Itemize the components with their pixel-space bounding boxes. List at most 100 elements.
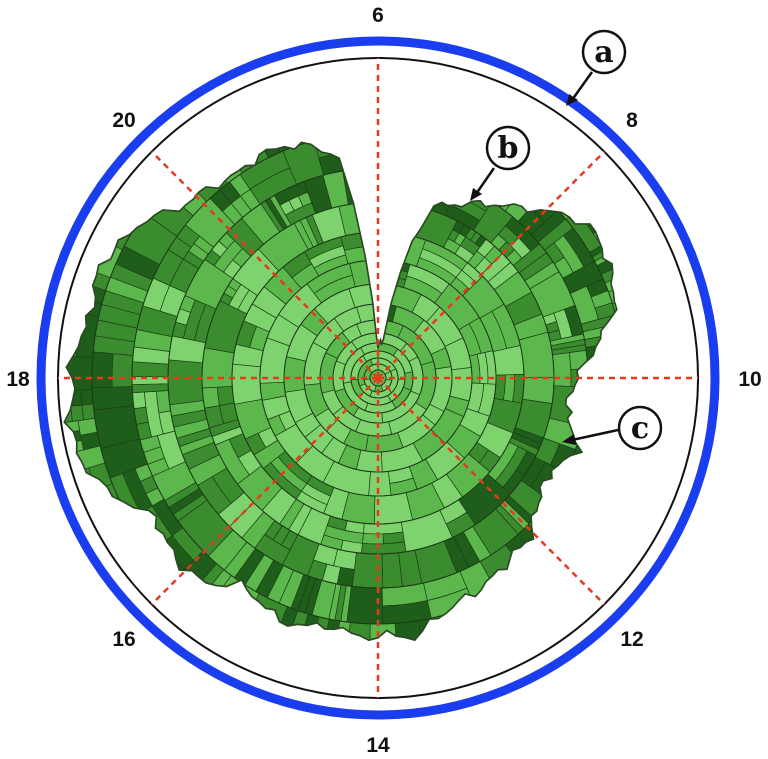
treemap-cell: [610, 205, 617, 223]
treemap-cell: [442, 142, 460, 145]
treemap-cell: [391, 142, 404, 170]
treemap-cell: [663, 377, 698, 398]
treemap-cell: [449, 367, 473, 402]
treemap-cell: [338, 662, 352, 697]
blob-outline: [63, 141, 618, 642]
treemap-cell: [435, 142, 454, 179]
treemap-cell: [342, 119, 363, 134]
treemap-cell: [332, 59, 358, 95]
treemap-cell: [398, 142, 446, 177]
outer-ring: [36, 36, 720, 720]
treemap-cell: [80, 389, 94, 406]
treemap-cell: [400, 59, 422, 95]
treemap-cell: [378, 105, 396, 119]
treemap-cell: [512, 652, 526, 666]
treemap-cell: [283, 356, 307, 393]
treemap-cell: [70, 404, 84, 422]
treemap-cell: [292, 142, 345, 144]
treemap-cell: [621, 199, 635, 212]
treemap-cell: [662, 396, 698, 419]
treemap-cell: [597, 383, 613, 414]
treemap-cell: [367, 216, 374, 233]
treemap-cell: [662, 346, 681, 378]
treemap-cell: [586, 193, 607, 215]
guide-line: [377, 377, 606, 606]
treemap-cell: [609, 236, 617, 253]
treemap-cell: [279, 87, 300, 108]
treemap-cell: [452, 142, 471, 148]
treemap-cell: [207, 104, 241, 130]
treemap-cell: [377, 245, 397, 262]
treemap-cell: [64, 354, 94, 392]
treemap-cell: [343, 149, 369, 171]
treemap-cell: [312, 629, 350, 641]
treemap-cell: [447, 609, 473, 641]
callout-b: b: [470, 125, 531, 201]
treemap-cell: [407, 672, 421, 685]
treemap-cell: [405, 642, 416, 663]
treemap-cell: [448, 145, 478, 187]
treemap-cell: [595, 205, 617, 227]
treemap-cell: [410, 121, 420, 135]
treemap-cell: [231, 363, 263, 405]
treemap-cell: [578, 487, 611, 528]
treemap-cell: [630, 237, 645, 252]
callout-b-circle: [485, 125, 531, 171]
concentric-ring: [357, 357, 399, 399]
treemap-cell: [656, 306, 671, 328]
treemap-cell: [597, 457, 617, 507]
treemap-cell: [485, 81, 512, 118]
treemap-cell: [394, 674, 408, 686]
treemap-cell: [421, 109, 432, 124]
treemap-cell: [135, 522, 155, 542]
treemap-cell: [137, 566, 180, 609]
treemap-cell: [542, 605, 573, 641]
treemap-cell: [373, 492, 414, 525]
treemap-cell: [625, 206, 639, 219]
treemap-cell: [412, 108, 423, 123]
treemap-cell: [671, 451, 689, 460]
treemap-cell: [384, 142, 395, 169]
treemap-cell: [667, 303, 685, 346]
treemap-cell: [144, 554, 165, 576]
treemap-cell: [420, 670, 435, 683]
treemap-cell: [241, 631, 276, 641]
treemap-cell: [547, 113, 567, 134]
treemap-cell: [557, 604, 578, 625]
treemap-cell: [131, 376, 169, 385]
hour-label-lower-left: 16: [112, 628, 135, 651]
treemap-cell: [296, 82, 316, 103]
treemap-cell: [81, 403, 96, 421]
treemap-cell: [396, 93, 416, 115]
treemap-cell: [387, 92, 397, 106]
treemap-cell: [549, 462, 604, 520]
treemap-cell: [644, 259, 679, 281]
treemap-cell: [611, 499, 617, 526]
treemap-cell: [138, 185, 158, 203]
treemap-cell: [128, 511, 148, 531]
treemap-cell: [556, 533, 585, 562]
treemap-cell: [586, 448, 613, 478]
treemap-cell: [176, 142, 221, 157]
treemap-cell: [582, 409, 598, 426]
treemap-cell: [395, 113, 413, 135]
hour-label-left: 18: [6, 368, 30, 391]
treemap-cell: [635, 488, 658, 511]
treemap-cell: [557, 120, 577, 141]
treemap-cell: [362, 532, 384, 545]
treemap-cell: [635, 248, 650, 263]
treemap-cell: [618, 216, 634, 232]
treemap-cell: [366, 245, 379, 261]
hour-label-bottom: 14: [366, 734, 390, 757]
treemap-cell: [219, 142, 249, 157]
treemap-cell: [604, 355, 617, 371]
treemap-cell: [472, 76, 498, 113]
treemap-cell: [278, 659, 293, 674]
treemap-cell: [564, 142, 613, 184]
treemap-cell: [201, 386, 220, 409]
treemap-cell: [552, 352, 572, 387]
treemap-cell: [614, 247, 617, 286]
treemap-cell: [91, 386, 134, 411]
